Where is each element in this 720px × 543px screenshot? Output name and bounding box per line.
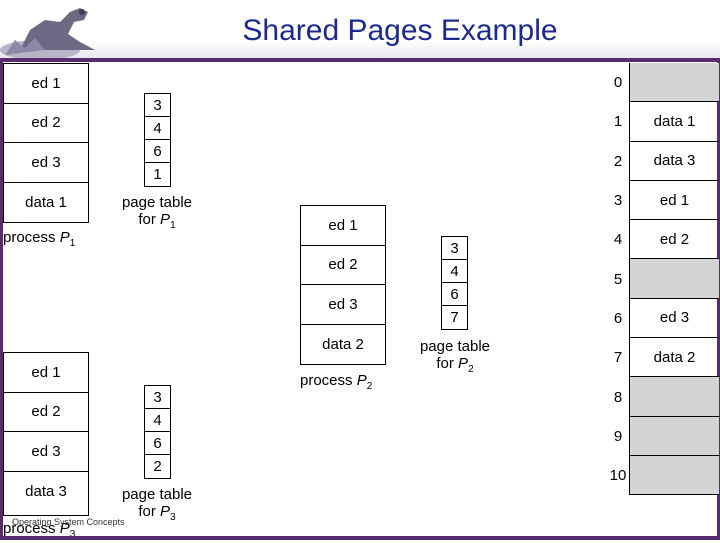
memory-frame: data 2	[630, 338, 719, 377]
pt-entry: 6	[145, 432, 170, 455]
page-ed3: ed 3	[301, 285, 385, 325]
pt-entry: 2	[145, 455, 170, 478]
page-ed2: ed 2	[4, 104, 88, 144]
page-ed1: ed 1	[301, 206, 385, 246]
page-table-p1: 3 4 6 1	[144, 93, 171, 187]
page-data: data 3	[4, 472, 88, 512]
pt-entry: 3	[145, 94, 170, 117]
slide-title: Shared Pages Example	[190, 14, 610, 48]
header-rule	[0, 58, 720, 62]
pt-entry: 1	[145, 163, 170, 186]
memory-frame: data 3	[630, 142, 719, 181]
page-ed3: ed 3	[4, 432, 88, 472]
process-p1-label: process P1	[3, 229, 75, 252]
page-ed2: ed 2	[4, 393, 88, 433]
page-ed3: ed 3	[4, 143, 88, 183]
footer-text: Operating System Concepts	[12, 517, 125, 527]
pt-entry: 7	[442, 306, 467, 329]
process-p2-address-space: ed 1 ed 2 ed 3 data 2	[300, 205, 386, 365]
pt-entry: 4	[442, 260, 467, 283]
pt-entry: 4	[145, 117, 170, 140]
frame-bottom	[0, 536, 720, 540]
pt-entry: 4	[145, 409, 170, 432]
page-ed1: ed 1	[4, 353, 88, 393]
pt-entry: 6	[442, 283, 467, 306]
page-data: data 2	[301, 325, 385, 365]
memory-frame: data 1	[630, 102, 719, 141]
process-p3-address-space: ed 1 ed 2 ed 3 data 3	[3, 352, 89, 516]
page-ed1: ed 1	[4, 64, 88, 104]
pt-entry: 6	[145, 140, 170, 163]
process-p2-label: process P2	[300, 372, 372, 395]
memory-frame-free	[630, 377, 719, 416]
pt-entry: 3	[145, 386, 170, 409]
dinosaur-logo-icon	[0, 0, 150, 58]
memory-frame-free	[630, 456, 719, 495]
memory-frame: ed 3	[630, 299, 719, 338]
page-ed2: ed 2	[301, 246, 385, 286]
process-p1-address-space: ed 1 ed 2 ed 3 data 1	[3, 63, 89, 223]
memory-frame: ed 2	[630, 220, 719, 259]
page-data: data 1	[4, 183, 88, 223]
memory-frame-free	[630, 63, 719, 102]
memory-frame: ed 1	[630, 181, 719, 220]
memory-frame-free	[630, 417, 719, 456]
page-table-p2: 3 4 6 7	[441, 236, 468, 330]
page-table-p3: 3 4 6 2	[144, 385, 171, 479]
memory-frame-free	[630, 259, 719, 298]
pt-entry: 3	[442, 237, 467, 260]
